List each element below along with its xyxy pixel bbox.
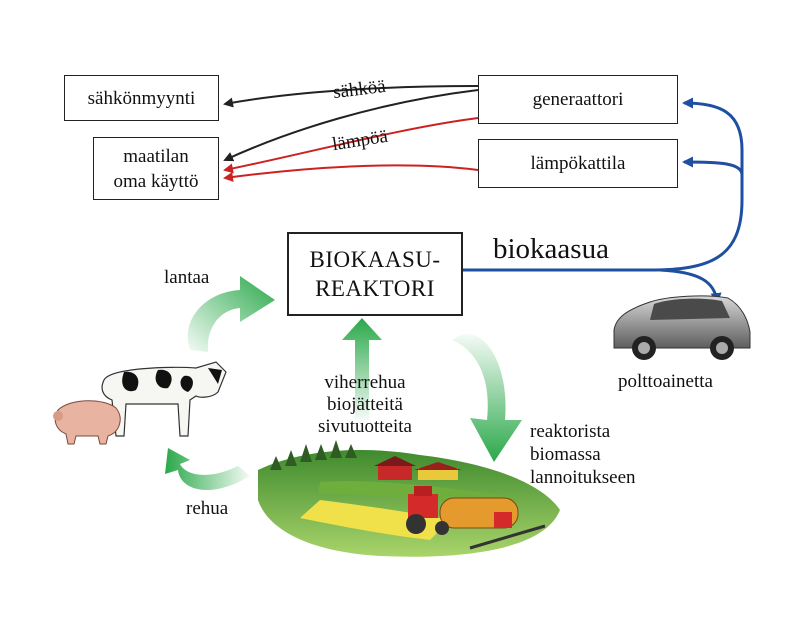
input-item: biojätteitä [327,394,403,415]
generator-box: generaattori [478,75,678,124]
pig-icon [53,400,121,445]
output-item: biomassa [530,444,601,465]
cow-icon [101,361,227,437]
input-item: sivutuotteita [318,416,412,437]
output-item: lannoitukseen [530,467,636,488]
output-arrow [452,334,522,462]
farm-building-icon [374,456,462,480]
fuel-label: polttoainetta [618,371,713,392]
boiler-box: lämpökattila [478,139,678,188]
biogas-label: biokaasua [493,233,609,265]
car-icon [613,295,751,360]
farm-own-use-line1: maatilan [123,145,189,167]
reactor-inputs-label: viherrehua biojätteitä sivutuotteita [300,372,430,438]
cycle-arrows [165,276,522,491]
tractor-icon [406,486,546,550]
output-item: reaktorista [530,421,611,442]
reactor-line1: BIOKAASU- [309,247,441,272]
biogas-arrows [462,97,744,304]
electricity-sales-box: sähkönmyynti [64,75,219,121]
feed-arrow [165,448,250,491]
manure-label: lantaa [164,267,210,288]
electricity-sales-label: sähkönmyynti [87,87,196,109]
farm-own-use-line2: oma käyttö [113,170,199,192]
reactor-line2: REAKTORI [315,276,435,301]
manure-arrow [187,276,275,352]
heat-arrows [223,117,479,182]
biogas-reactor-box: BIOKAASU- REAKTORI [287,232,463,316]
electricity-arrows [223,85,479,162]
input-arrow [342,318,382,420]
farm-own-use-box: maatilan oma käyttö [93,137,219,200]
feed-label: rehua [186,498,229,519]
reactor-outputs-label: reaktorista biomassa lannoitukseen [530,420,680,489]
boiler-label: lämpökattila [530,153,626,174]
input-item: viherrehua [324,372,406,393]
generator-label: generaattori [532,89,624,110]
